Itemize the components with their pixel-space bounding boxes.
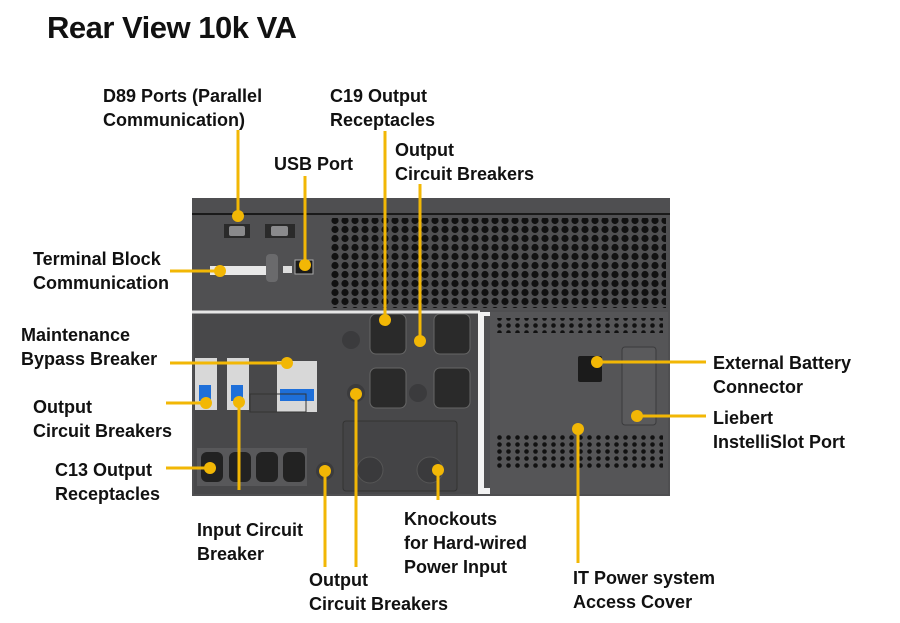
main-vent (330, 218, 666, 308)
label-c13-output-receptacles: C13 Output Receptacles (55, 458, 160, 506)
label-line: D89 Ports (Parallel (103, 86, 263, 106)
maintenance-bypass-breaker-device (277, 361, 317, 412)
label-liebert-intellislot-port: Liebert InstelliSlot Port (713, 406, 845, 454)
label-input-circuit-breaker: Input Circuit Breaker (197, 518, 303, 566)
callout-dots (200, 210, 643, 477)
leader-lines (166, 130, 706, 567)
breaker-1 (195, 358, 217, 410)
label-line: IT Power system (573, 568, 716, 588)
label-output-circuit-breakers-left: Output Circuit Breakers (33, 395, 172, 443)
label-usb-port: USB Port (274, 152, 353, 176)
label-knockouts: Knockouts for Hard-wired Power Input (404, 507, 527, 579)
label-output-circuit-breakers-top: Output Circuit Breakers (395, 138, 534, 186)
label-line: USB Port (274, 154, 354, 174)
label-line: Circuit Breakers (395, 164, 535, 184)
label-line: Communication (33, 273, 170, 293)
knockouts-plate (342, 420, 458, 492)
label-external-battery-connector: External Battery Connector (713, 351, 851, 399)
label-line: Maintenance (21, 325, 131, 345)
label-line: Receptacles (330, 110, 436, 130)
label-line: C19 Output (330, 86, 427, 106)
label-d89-ports: D89 Ports (Parallel Communication) (103, 84, 262, 132)
d89-port-1 (224, 224, 250, 238)
d89-port-2 (265, 224, 295, 238)
terminal-block (210, 266, 273, 275)
label-line: Access Cover (573, 592, 693, 612)
diagram-title: Rear View 10k VA (47, 10, 297, 45)
label-line: Breaker (197, 544, 265, 564)
label-line: Connector (713, 377, 803, 397)
label-line: Receptacles (55, 484, 161, 504)
label-line: Liebert (713, 408, 774, 428)
label-line: Output (395, 140, 454, 160)
label-line: InstelliSlot Port (713, 432, 846, 452)
label-it-power-access-cover: IT Power system Access Cover (573, 566, 715, 614)
label-maintenance-bypass-breaker: Maintenance Bypass Breaker (21, 323, 157, 371)
label-terminal-block: Terminal Block Communication (33, 247, 169, 295)
label-line: Terminal Block (33, 249, 161, 269)
label-output-circuit-breakers-bottom: Output Circuit Breakers (309, 568, 448, 616)
label-line: Power Input (404, 557, 507, 577)
label-line: Input Circuit (197, 520, 303, 540)
c19-receptacles (369, 313, 471, 409)
label-line: for Hard-wired (404, 533, 528, 553)
label-c19-output-receptacles: C19 Output Receptacles (330, 84, 435, 132)
label-line: Knockouts (404, 509, 498, 529)
label-line: External Battery (713, 353, 852, 373)
label-line: C13 Output (55, 460, 152, 480)
label-line: Output (33, 397, 92, 417)
label-line: Circuit Breakers (309, 594, 449, 614)
label-line: Communication) (103, 110, 245, 130)
breaker-2 (227, 358, 249, 410)
intellislot-cover (621, 346, 657, 426)
label-line: Circuit Breakers (33, 421, 173, 441)
label-line: Bypass Breaker (21, 349, 158, 369)
label-line: Output (309, 570, 368, 590)
